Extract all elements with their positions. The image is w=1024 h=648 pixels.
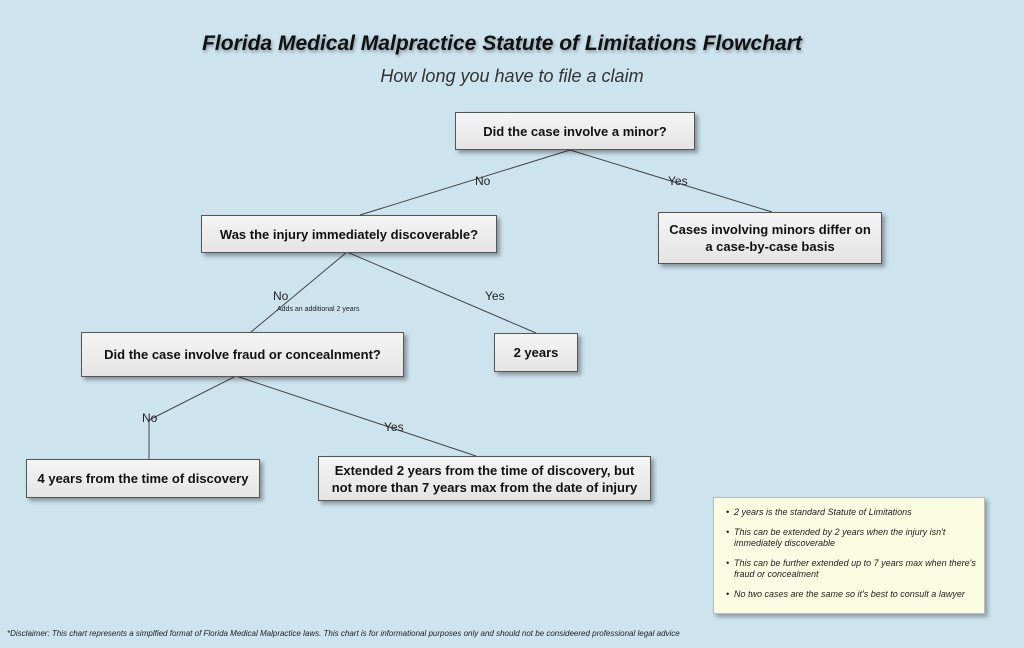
- edge-label-fraud-yes: Yes: [384, 420, 404, 434]
- edge-label-disc-no: No: [273, 289, 289, 303]
- summary-note: No two cases are the same so it's best t…: [726, 589, 976, 600]
- node-discoverable-question: Was the injury immediately discoverable?: [201, 215, 497, 253]
- edge-minor-yes: [569, 149, 773, 213]
- node-fraud-question: Did the case involve fraud or concealnme…: [81, 332, 404, 377]
- edge-fraud-no-a: [148, 375, 237, 421]
- edge-disc-yes: [346, 251, 537, 334]
- edge-label-disc-yes: Yes: [485, 289, 505, 303]
- node-extended: Extended 2 years from the time of discov…: [318, 456, 651, 501]
- summary-notes-box: 2 years is the standard Statute of Limit…: [713, 497, 985, 614]
- summary-notes-list: 2 years is the standard Statute of Limit…: [726, 507, 976, 600]
- edge-minor-no: [359, 149, 571, 216]
- chart-title: Florida Medical Malpractice Statute of L…: [202, 32, 802, 55]
- edge-label-minor-yes: Yes: [668, 174, 688, 188]
- edge-disc-no: [250, 251, 348, 333]
- node-minor-question: Did the case involve a minor?: [455, 112, 695, 150]
- summary-note: 2 years is the standard Statute of Limit…: [726, 507, 976, 518]
- edge-label-fraud-no: No: [142, 411, 158, 425]
- chart-subtitle: How long you have to file a claim: [380, 66, 644, 86]
- edge-note-additional-years: Adds an additional 2 years: [277, 306, 360, 313]
- node-two-years: 2 years: [494, 333, 578, 372]
- disclaimer-text: *Disclaimer: This chart represents a sim…: [7, 629, 680, 638]
- node-minors-differ: Cases involving minors differ on a case-…: [658, 212, 882, 264]
- edge-label-minor-no: No: [475, 174, 491, 188]
- edge-fraud-yes: [235, 375, 477, 457]
- summary-note: This can be extended by 2 years when the…: [726, 527, 976, 549]
- node-four-years: 4 years from the time of discovery: [26, 459, 260, 498]
- summary-note: This can be further extended up to 7 yea…: [726, 558, 976, 580]
